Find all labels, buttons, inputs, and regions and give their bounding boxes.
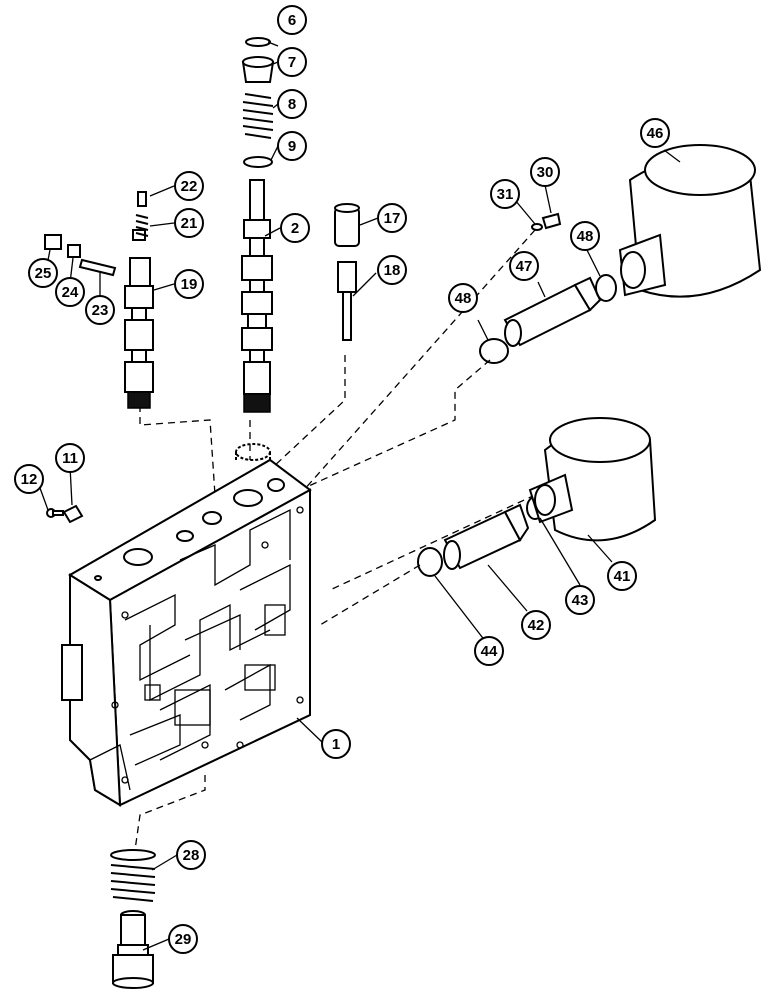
small-fittings [46, 212, 562, 524]
callout-46: 46 [640, 118, 670, 148]
callout-42: 42 [521, 610, 551, 640]
svg-text:41: 41 [614, 568, 631, 585]
svg-text:11: 11 [62, 450, 78, 467]
svg-text:8: 8 [288, 96, 296, 113]
callout-8: 8 [277, 89, 307, 119]
callout-11: 11 [55, 443, 85, 473]
svg-text:19: 19 [181, 276, 198, 293]
callout-30: 30 [530, 157, 560, 187]
callout-9: 9 [277, 131, 307, 161]
svg-text:24: 24 [62, 284, 79, 301]
svg-text:30: 30 [537, 164, 554, 181]
callout-48-lower: 48 [448, 283, 478, 313]
callout-21: 21 [174, 208, 204, 238]
callout-29: 29 [168, 924, 198, 954]
callout-28: 28 [176, 840, 206, 870]
svg-text:44: 44 [481, 643, 498, 660]
callout-1: 1 [321, 729, 351, 759]
svg-text:48: 48 [455, 290, 472, 307]
svg-text:48: 48 [577, 228, 594, 245]
svg-text:42: 42 [528, 617, 545, 634]
callout-48-upper: 48 [570, 221, 600, 251]
callout-7: 7 [277, 47, 307, 77]
svg-text:43: 43 [572, 592, 589, 609]
main-spool-stack [241, 37, 275, 413]
assembly-guide-lines [134, 229, 536, 851]
svg-text:12: 12 [21, 471, 38, 488]
callout-31: 31 [490, 179, 520, 209]
callout-19: 19 [174, 269, 204, 299]
svg-text:31: 31 [497, 186, 514, 203]
svg-text:25: 25 [35, 265, 52, 282]
svg-text:17: 17 [384, 210, 401, 227]
spool-19-group [44, 191, 154, 409]
valve-body [61, 458, 312, 807]
svg-text:47: 47 [516, 258, 533, 275]
svg-text:22: 22 [181, 178, 198, 195]
svg-text:6: 6 [288, 12, 296, 29]
svg-text:2: 2 [291, 220, 299, 237]
svg-text:18: 18 [384, 262, 401, 279]
upper-accumulator [479, 144, 762, 364]
svg-text:21: 21 [181, 215, 198, 232]
callout-17: 17 [377, 203, 407, 233]
callout-47: 47 [509, 251, 539, 281]
callout-25: 25 [28, 258, 58, 288]
callouts: 6 7 8 9 2 22 21 19 25 24 23 17 18 31 30 … [14, 5, 670, 954]
svg-text:46: 46 [647, 125, 664, 142]
callout-2: 2 [280, 213, 310, 243]
svg-text:29: 29 [175, 931, 192, 948]
svg-text:28: 28 [183, 847, 200, 864]
callout-43: 43 [565, 585, 595, 615]
callout-22: 22 [174, 171, 204, 201]
lower-accumulator [417, 417, 657, 577]
callout-6: 6 [277, 5, 307, 35]
callout-24: 24 [55, 277, 85, 307]
callout-44: 44 [474, 636, 504, 666]
svg-text:9: 9 [288, 138, 296, 155]
callout-23: 23 [85, 295, 115, 325]
callout-18: 18 [377, 255, 407, 285]
svg-text:23: 23 [92, 302, 109, 319]
svg-text:1: 1 [332, 736, 340, 753]
svg-text:7: 7 [288, 54, 296, 71]
lower-spring-plunger [110, 849, 156, 989]
callout-41: 41 [607, 561, 637, 591]
plug-pin-group [235, 203, 360, 462]
callout-12: 12 [14, 464, 44, 494]
